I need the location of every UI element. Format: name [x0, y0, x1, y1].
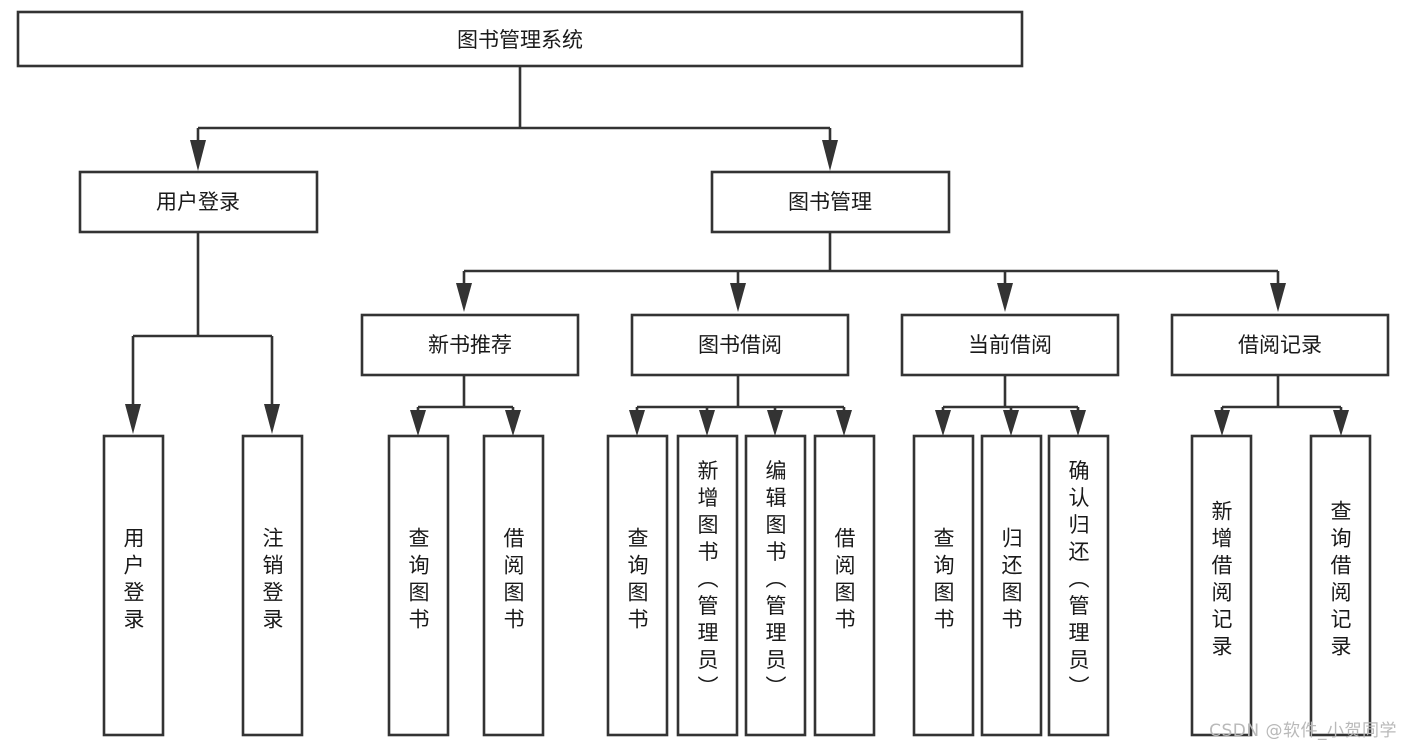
node-leaf-edit-book-label: 编辑图书︵管理员︶: [766, 459, 787, 699]
node-borrow-records-label: 借阅记录: [1238, 333, 1322, 357]
node-borrow-records[interactable]: 借阅记录: [1170, 313, 1390, 377]
node-book-management-box[interactable]: [710, 170, 951, 234]
node-leaf-edit-book[interactable]: 编辑图书︵管理员︶: [744, 434, 807, 737]
node-leaf-add-book-box[interactable]: [676, 434, 739, 737]
arrow-head-leaf-user-logout: [264, 404, 280, 434]
arrow-head-current-borrow: [997, 283, 1013, 312]
node-leaf-confirm-return[interactable]: 确认归还︵管理员︶: [1047, 434, 1110, 737]
node-borrow-records-box[interactable]: [1170, 313, 1390, 377]
node-book-borrow-box[interactable]: [630, 313, 850, 377]
node-leaf-edit-book-box[interactable]: [744, 434, 807, 737]
node-leaf-query-record[interactable]: 查询借阅记录: [1309, 434, 1372, 737]
node-user-login-label: 用户登录: [156, 190, 240, 214]
node-book-management-label: 图书管理: [788, 190, 872, 214]
node-leaf-user-login-label: 用户登录: [124, 527, 145, 632]
node-leaf-confirm-return-label: 确认归还︵管理员︶: [1069, 459, 1090, 699]
arrow-head-leaf-query-book-3: [935, 410, 951, 436]
node-root-box[interactable]: [16, 10, 1024, 68]
node-leaf-borrow-book-2-label: 借阅图书: [835, 527, 856, 632]
node-leaf-borrow-book-2[interactable]: 借阅图书: [813, 434, 876, 737]
node-book-borrow-label: 图书借阅: [698, 333, 782, 357]
arrow-head-leaf-query-book-2: [629, 410, 645, 436]
node-user-login[interactable]: 用户登录: [78, 170, 319, 234]
node-book-borrow[interactable]: 图书借阅: [630, 313, 850, 377]
arrow-head-leaf-borrow-book-1: [505, 410, 521, 436]
node-leaf-add-record[interactable]: 新增借阅记录: [1190, 434, 1253, 737]
arrow-head-borrow-records: [1270, 283, 1286, 312]
node-leaf-query-record-label: 查询借阅记录: [1331, 500, 1352, 659]
node-leaf-query-book-3-box[interactable]: [912, 434, 975, 737]
arrow-head-book-management: [822, 140, 838, 171]
node-leaf-user-login[interactable]: 用户登录: [102, 434, 165, 737]
node-leaf-query-book-1[interactable]: 查询图书: [387, 434, 450, 737]
node-current-borrow-box[interactable]: [900, 313, 1120, 377]
node-leaf-query-book-2-box[interactable]: [606, 434, 669, 737]
node-leaf-borrow-book-1-label: 借阅图书: [504, 527, 525, 632]
node-leaf-user-logout-label: 注销登录: [263, 527, 284, 632]
arrow-head-leaf-borrow-book-2: [836, 410, 852, 436]
node-leaf-borrow-book-1-box[interactable]: [482, 434, 545, 737]
node-leaf-query-book-2-label: 查询图书: [628, 527, 649, 632]
arrow-head-book-borrow: [730, 283, 746, 312]
arrow-head-leaf-query-record: [1333, 410, 1349, 436]
node-current-borrow-label: 当前借阅: [968, 333, 1052, 357]
node-leaf-add-record-box[interactable]: [1190, 434, 1253, 737]
node-new-book-recommend[interactable]: 新书推荐: [360, 313, 580, 377]
node-book-management[interactable]: 图书管理: [710, 170, 951, 234]
node-new-book-recommend-label: 新书推荐: [428, 333, 512, 357]
node-user-login-box[interactable]: [78, 170, 319, 234]
node-leaf-query-record-box[interactable]: [1309, 434, 1372, 737]
node-leaf-user-logout-box[interactable]: [241, 434, 304, 737]
node-leaf-borrow-book-1[interactable]: 借阅图书: [482, 434, 545, 737]
arrow-head-leaf-add-book: [699, 410, 715, 436]
node-leaf-query-book-1-label: 查询图书: [409, 527, 430, 632]
arrow-head-leaf-query-book-1: [410, 410, 426, 436]
connector-layer: [125, 66, 1349, 436]
node-root-label: 图书管理系统: [457, 28, 583, 52]
arrow-head-leaf-return-book: [1003, 410, 1019, 436]
node-current-borrow[interactable]: 当前借阅: [900, 313, 1120, 377]
csdn-watermark: CSDN @软件_小贺同学: [1209, 721, 1397, 741]
node-leaf-add-book[interactable]: 新增图书︵管理员︶: [676, 434, 739, 737]
node-leaf-confirm-return-box[interactable]: [1047, 434, 1110, 737]
node-leaf-query-book-3-label: 查询图书: [934, 527, 955, 632]
node-leaf-user-login-box[interactable]: [102, 434, 165, 737]
node-root[interactable]: 图书管理系统: [16, 10, 1024, 68]
arrow-head-leaf-add-record: [1214, 410, 1230, 436]
node-leaf-add-book-label: 新增图书︵管理员︶: [698, 459, 719, 699]
arrow-head-new-book-recommend: [456, 283, 472, 312]
node-leaf-add-record-label: 新增借阅记录: [1212, 500, 1233, 659]
node-leaf-user-logout[interactable]: 注销登录: [241, 434, 304, 737]
arrow-head-user-login: [190, 140, 206, 171]
arrow-head-leaf-confirm-return: [1070, 410, 1086, 436]
node-leaf-query-book-3[interactable]: 查询图书: [912, 434, 975, 737]
node-leaf-return-book-box[interactable]: [980, 434, 1043, 737]
node-leaf-query-book-1-box[interactable]: [387, 434, 450, 737]
node-leaf-return-book[interactable]: 归还图书: [980, 434, 1043, 737]
arrow-head-leaf-user-login: [125, 404, 141, 434]
node-new-book-recommend-box[interactable]: [360, 313, 580, 377]
node-leaf-return-book-label: 归还图书: [1002, 527, 1023, 632]
node-leaf-borrow-book-2-box[interactable]: [813, 434, 876, 737]
arrow-head-leaf-edit-book: [767, 410, 783, 436]
node-leaf-query-book-2[interactable]: 查询图书: [606, 434, 669, 737]
